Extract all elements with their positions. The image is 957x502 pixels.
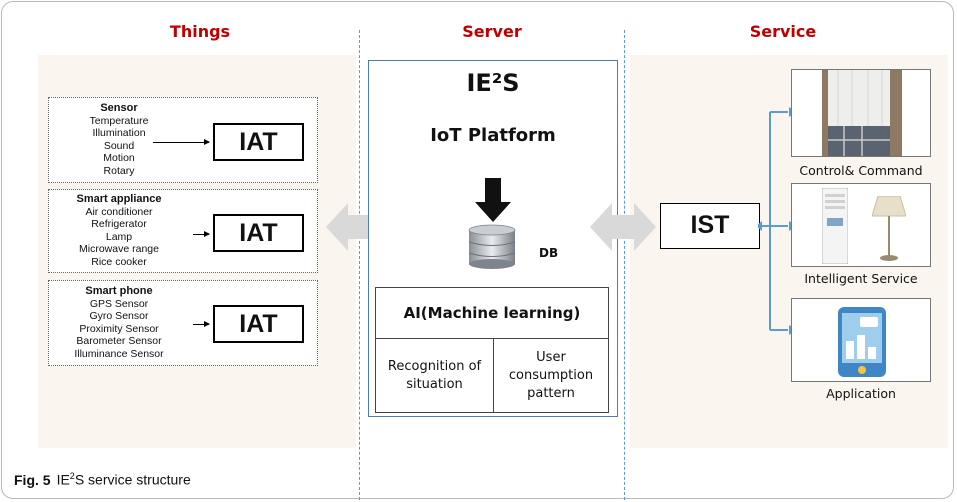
server-box: IE²S IoT Platform DB AI(Machine learning… [368, 60, 618, 417]
consumption-cell: User consumption pattern [494, 339, 608, 413]
list-item: Gyro Sensor [89, 310, 149, 323]
control-picture [791, 69, 931, 157]
list-item: Rotary [103, 164, 135, 177]
recognition-text: Recognition of situation [387, 359, 482, 392]
list-item: Temperature [89, 114, 149, 127]
caption-sup: 2 [69, 471, 75, 481]
list-item: Rice cooker [91, 255, 147, 268]
intelligent-picture [791, 183, 931, 267]
arrow-right-icon [193, 231, 210, 237]
ist-box: IST [660, 203, 760, 249]
double-arrow-icon [590, 203, 656, 251]
list-item: Air conditioner [85, 205, 153, 218]
ai-box: AI(Machine learning) Recognition of situ… [375, 287, 609, 413]
group-title: Smart appliance [76, 193, 162, 205]
arrow-right-icon [153, 139, 210, 145]
list-item: Sound [103, 139, 135, 152]
caption-post: S service structure [74, 471, 191, 488]
smartphone-app-icon [838, 307, 886, 377]
sensor-list: Sensor Temperature Illumination Sound Mo… [49, 102, 189, 178]
list-item: Lamp [105, 230, 133, 243]
sensor-group: Sensor Temperature Illumination Sound Mo… [48, 97, 318, 183]
ie2s-title: IE²S [466, 69, 520, 97]
iat-box: IAT [213, 123, 304, 161]
server-column-title: Server [462, 22, 522, 41]
database-icon [468, 224, 516, 269]
intelligent-service-label: Intelligent Service [804, 271, 918, 286]
list-item: Proximity Sensor [79, 322, 159, 335]
application-picture [791, 298, 931, 382]
appliance-list: Smart appliance Air conditioner Refriger… [49, 193, 189, 269]
group-title: Sensor [100, 102, 138, 114]
smart-phone-group: Smart phone GPS Sensor Gyro Sensor Proxi… [48, 280, 318, 366]
iot-platform-label: IoT Platform [430, 125, 556, 146]
service-column-title: Service [749, 22, 817, 41]
consumption-text: User consumption pattern [508, 350, 594, 401]
ai-title: AI(Machine learning) [376, 288, 608, 339]
connector-arrows [758, 107, 796, 335]
list-item: Illuminance Sensor [74, 347, 164, 360]
figure-number: Fig. 5 [14, 471, 51, 488]
recognition-cell: Recognition of situation [376, 339, 494, 413]
db-label: DB [539, 246, 559, 260]
application-label: Application [826, 386, 896, 401]
down-arrow-icon [475, 178, 511, 222]
smart-appliance-group: Smart appliance Air conditioner Refriger… [48, 189, 318, 273]
figure-caption: Fig. 5 IE2S service structure [14, 471, 191, 488]
iat-box: IAT [213, 214, 304, 252]
arrow-right-icon [193, 321, 210, 327]
caption-pre: IE [56, 471, 70, 488]
list-item: GPS Sensor [89, 297, 149, 310]
list-item: Motion [103, 152, 135, 165]
divider-right [624, 30, 625, 500]
list-item: Microwave range [79, 243, 159, 256]
air-conditioner-photo [822, 188, 848, 264]
list-item: Barometer Sensor [76, 335, 162, 348]
things-column-title: Things [169, 22, 231, 41]
control-command-label: Control& Command [799, 163, 923, 178]
phone-list: Smart phone GPS Sensor Gyro Sensor Proxi… [49, 285, 189, 361]
list-item: Illumination [92, 127, 146, 140]
curtain-photo [822, 70, 902, 156]
group-title: Smart phone [85, 285, 153, 297]
lamp-photo [872, 196, 906, 261]
divider-left [359, 30, 360, 500]
list-item: Refrigerator [91, 218, 147, 231]
iat-box: IAT [213, 305, 304, 343]
